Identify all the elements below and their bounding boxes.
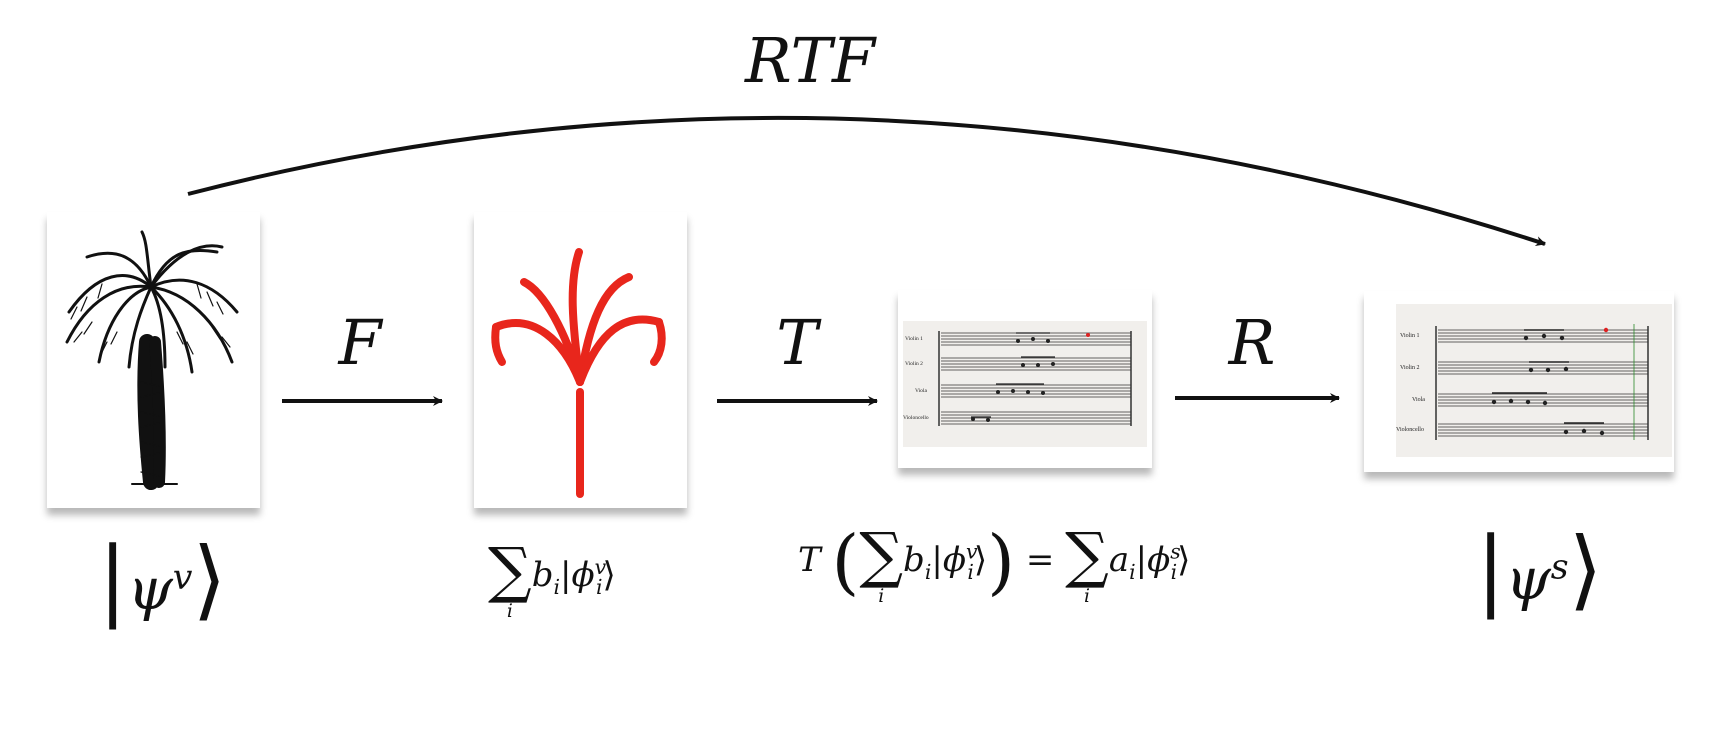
red-sketch-card (474, 212, 687, 508)
palm-tree-card (47, 212, 260, 508)
f-label: F (338, 306, 382, 379)
score-card-small: Violin 1 Violin 2 Viola Violoncello (898, 290, 1152, 468)
palm-tree-illustration (65, 230, 239, 490)
score-card-large: Violin 1 Violin 2 Viola Violoncello (1364, 291, 1674, 472)
score-label-viola: Viola (915, 388, 927, 394)
rtf-arc-arrow (187, 115, 1546, 246)
music-score-small: Violin 1 Violin 2 Viola Violoncello (903, 331, 1132, 426)
score-large-label-viola: Viola (1412, 397, 1425, 403)
score-large-label-violin-1: Violin 1 (1400, 333, 1419, 339)
score-large-label-violin-2: Violin 2 (1400, 365, 1419, 371)
rtf-label: RTF (745, 24, 875, 97)
red-palm-sketch (491, 248, 666, 498)
score-label-violoncello: Violoncello (903, 415, 929, 421)
score-large-label-violoncello: Violoncello (1396, 427, 1424, 433)
music-score-large: Violin 1 Violin 2 Viola Violoncello (1396, 324, 1649, 440)
score-label-violin-1: Violin 1 (905, 336, 923, 342)
psi-v-formula: |ψv⟩ (98, 528, 227, 630)
r-label: R (1228, 306, 1276, 379)
t-label: T (776, 306, 818, 379)
psi-s-formula: |ψs⟩ (1476, 518, 1603, 620)
score-label-violin-2: Violin 2 (905, 361, 923, 367)
